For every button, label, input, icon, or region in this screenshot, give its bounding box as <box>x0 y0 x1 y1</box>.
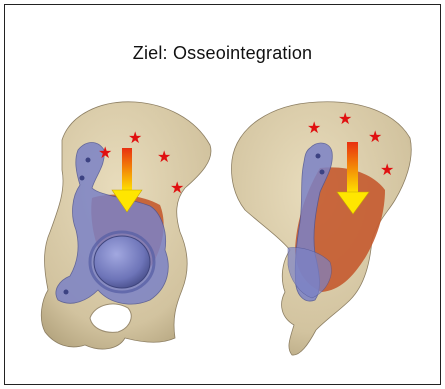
star-marker: ★ <box>380 160 394 179</box>
star-marker: ★ <box>170 178 184 197</box>
screw-hole <box>80 176 85 181</box>
star-marker: ★ <box>157 147 171 166</box>
star-marker: ★ <box>338 109 352 128</box>
screw-hole <box>64 290 69 295</box>
star-marker: ★ <box>128 128 142 147</box>
star-marker: ★ <box>98 143 112 162</box>
screw-hole <box>86 158 91 163</box>
screw-hole <box>316 154 321 159</box>
left-pelvis: ★ ★ ★ ★ <box>41 102 211 349</box>
left-acetabular-cup <box>94 236 150 288</box>
integration-arrow-shaft <box>122 148 132 192</box>
star-marker: ★ <box>368 127 382 146</box>
screw-hole <box>320 170 325 175</box>
star-marker: ★ <box>307 118 321 137</box>
integration-arrow-shaft <box>347 142 358 194</box>
right-pelvis: ★ ★ ★ ★ <box>232 102 412 355</box>
